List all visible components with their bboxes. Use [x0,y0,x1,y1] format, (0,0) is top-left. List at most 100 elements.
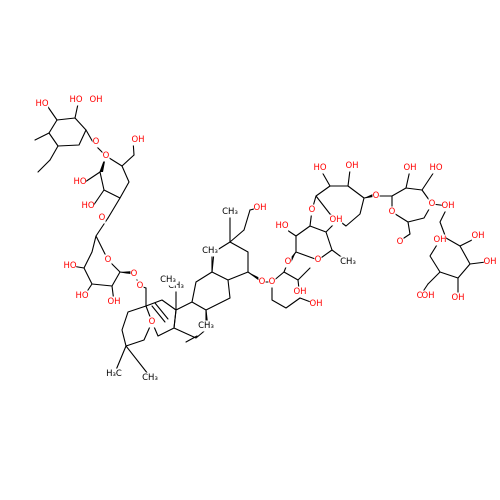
atom-label-bg [102,150,110,162]
oxygen-atom-label: OH [293,287,306,297]
atom-label-bg [372,190,380,202]
oxygen-atom-label: O [429,199,436,209]
oxygen-atom-label: OH [451,293,464,303]
methyl-label: CH₃ [340,257,356,267]
oxygen-atom-label: OH [309,299,322,309]
atom-label-bg [75,290,89,302]
atom-label-bg [268,276,276,288]
ring-sugar-f [311,169,377,227]
atom-label-bg [403,162,417,174]
atom-label-bg [483,256,497,268]
atom-label-bg [98,212,106,224]
oxygen-atom-label: HO [313,163,326,173]
oxygen-atom-label: O [269,277,276,287]
oxygen-atom-label: O [137,281,144,291]
oxygen-atom-label: O [309,205,316,215]
oxygen-atom-label: O [389,207,396,217]
methyl-label: CH₃ [202,246,218,256]
atom-label-bg [35,98,49,110]
atom-label-bg [388,206,396,218]
atom-label-bg [148,316,156,328]
oxygen-atom-label: HO [75,291,88,301]
oxygen-atom-label: HO [63,261,76,271]
oxygen-atom-label: O [397,237,404,247]
atom-label-bg [345,160,359,172]
oxygen-atom-label: OH [471,231,484,241]
atom-label-bg [69,94,83,106]
oxygen-atom-label: O [417,291,424,301]
atom-label-bg [159,274,177,286]
atom-label-bg [313,162,327,174]
atom-label-bg [73,176,87,188]
oxygen-atom-label: O [259,277,266,287]
oxygen-atom-label: O [131,269,138,279]
atom-label-bg [258,276,266,288]
oxygen-atom-label: OH [329,215,342,225]
oxygen-atom-label: HO [69,95,82,105]
atom-label-bg [339,256,357,268]
methyl-label: CH₃ [168,281,184,291]
atom-label-bg [275,220,289,232]
methyl-label: H₃C [106,369,122,379]
atom-label-bg [197,320,215,332]
oxygen-atom-label: O [93,137,100,147]
atom-label-bg [429,162,443,174]
atom-label-bg [136,280,144,292]
atom-label-bg [308,204,316,216]
oxygen-atom-label: OH [107,297,120,307]
oxygen-atom-label: O [315,255,322,265]
atom-label-bg [141,372,159,384]
oxygen-atom-label: OH [253,203,266,213]
atom-label-bg [441,200,455,212]
atom-label-bg [63,260,77,272]
atom-label-bg [89,94,103,106]
atom-label-bg [81,200,95,212]
atom-label-bg [471,230,485,242]
atom-label-bg [253,202,267,214]
atom-label-bg [433,234,447,246]
atom-label-bg [167,280,185,292]
oxygen-atom-label: OH [483,257,496,267]
atom-label-bg [428,198,436,210]
oxygen-atom-label: OH [441,201,454,211]
atom-label-bg [293,286,307,298]
atom-label-bg [221,206,239,218]
atom-label-bg [105,368,123,380]
oxygen-atom-label: HO [429,163,442,173]
oxygen-atom-label: OH [345,161,358,171]
ring-sugar-g [375,169,449,243]
oxygen-atom-label: O [285,257,292,267]
oxygen-atom-label: HO [275,221,288,231]
ring-sugar-a [34,103,95,173]
atom-label-bg [92,136,100,148]
atom-label-bg [131,134,145,146]
atom-label-bg [421,290,435,302]
atom-label-bg [309,298,323,310]
oxygen-atom-label: HO [35,99,48,109]
oxygen-atom-label: O [373,191,380,201]
atom-label-bg [329,214,343,226]
oxygen-atom-label: O [103,151,110,161]
methyl-label: CH₃ [142,373,158,383]
atom-label-bg [416,290,424,302]
aglycone-rings [115,207,263,375]
oxygen-atom-label: HO [81,201,94,211]
atom-label-bg [104,254,112,266]
oxygen-atom-label: OH [403,163,416,173]
oxygen-atom-label: O [99,213,106,223]
atom-label-bg [284,256,292,268]
oxygen-atom-label: O [149,317,156,327]
oxygen-atom-label: OH [131,135,144,145]
methyl-label: CH₃ [160,275,176,285]
oxygen-atom-label: OH [433,235,446,245]
atom-label-bg [130,268,138,280]
atom-label-bg [396,236,404,248]
atom-label-bg [107,296,121,308]
methyl-label: CH₃ [222,207,238,217]
oxygen-atom-label: HO [73,177,86,187]
oxygen-atom-label: O [105,255,112,265]
atom-label-bg [314,254,322,266]
methyl-label: CH₃ [198,321,214,331]
